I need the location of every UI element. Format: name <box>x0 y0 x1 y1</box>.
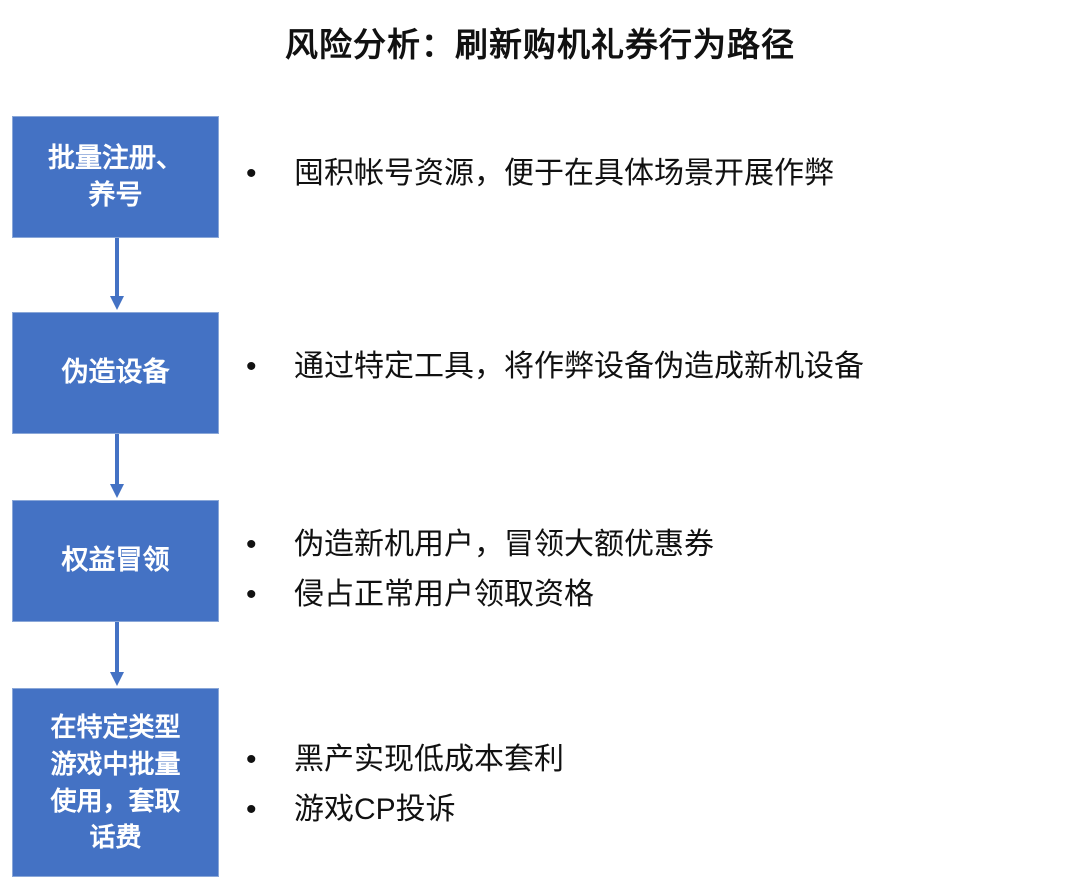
list-item: • 游戏CP投诉 <box>240 788 1060 832</box>
bullet-group-2: • 通过特定工具，将作弊设备伪造成新机设备 <box>240 345 1060 395</box>
list-item: • 伪造新机用户，冒领大额优惠券 <box>240 523 1060 567</box>
bullet-dot-icon: • <box>246 528 257 561</box>
flow-connector-arrow-3 <box>110 622 124 688</box>
list-item: • 通过特定工具，将作弊设备伪造成新机设备 <box>240 345 1060 389</box>
bullet-dot-icon: • <box>246 578 257 611</box>
bullet-group-1: • 囤积帐号资源，便于在具体场景开展作弊 <box>240 152 1060 202</box>
list-item: • 囤积帐号资源，便于在具体场景开展作弊 <box>240 152 1060 196</box>
bullet-text: 囤积帐号资源，便于在具体场景开展作弊 <box>294 157 834 190</box>
flow-connector-arrow-1 <box>110 238 124 312</box>
list-item: • 黑产实现低成本套利 <box>240 738 1060 782</box>
flow-stage-box-1[interactable]: 批量注册、 养号 <box>12 116 219 238</box>
list-item: • 侵占正常用户领取资格 <box>240 573 1060 617</box>
flow-stage-label-4: 在特定类型 游戏中批量 使用，套取 话费 <box>50 711 181 853</box>
arrow-shaft <box>115 434 119 486</box>
bullet-group-4: • 黑产实现低成本套利 • 游戏CP投诉 <box>240 738 1060 838</box>
arrow-shaft <box>115 238 119 298</box>
page-title: 风险分析：刷新购机礼券行为路径 <box>285 26 795 63</box>
down-arrow-icon <box>110 672 124 686</box>
bullet-dot-icon: • <box>246 743 257 776</box>
flow-stage-box-3[interactable]: 权益冒领 <box>12 500 219 622</box>
bullet-text: 伪造新机用户，冒领大额优惠券 <box>294 528 714 561</box>
bullet-group-3: • 伪造新机用户，冒领大额优惠券 • 侵占正常用户领取资格 <box>240 523 1060 623</box>
bullet-dot-icon: • <box>246 157 257 190</box>
flow-stage-label-1: 批量注册、 养号 <box>48 142 183 210</box>
flow-stage-label-2: 伪造设备 <box>61 357 170 388</box>
flow-stage-box-2[interactable]: 伪造设备 <box>12 312 219 434</box>
bullet-text: 通过特定工具，将作弊设备伪造成新机设备 <box>294 350 864 383</box>
bullet-dot-icon: • <box>246 793 257 826</box>
bullet-dot-icon: • <box>246 350 257 383</box>
flow-stage-label-3: 权益冒领 <box>61 545 170 576</box>
down-arrow-icon <box>110 296 124 310</box>
bullet-text: 侵占正常用户领取资格 <box>294 578 594 611</box>
bullet-text: 游戏CP投诉 <box>294 793 456 826</box>
bullet-text: 黑产实现低成本套利 <box>294 743 564 776</box>
arrow-shaft <box>115 622 119 674</box>
down-arrow-icon <box>110 484 124 498</box>
flow-connector-arrow-2 <box>110 434 124 500</box>
flow-stage-box-4[interactable]: 在特定类型 游戏中批量 使用，套取 话费 <box>12 688 219 877</box>
